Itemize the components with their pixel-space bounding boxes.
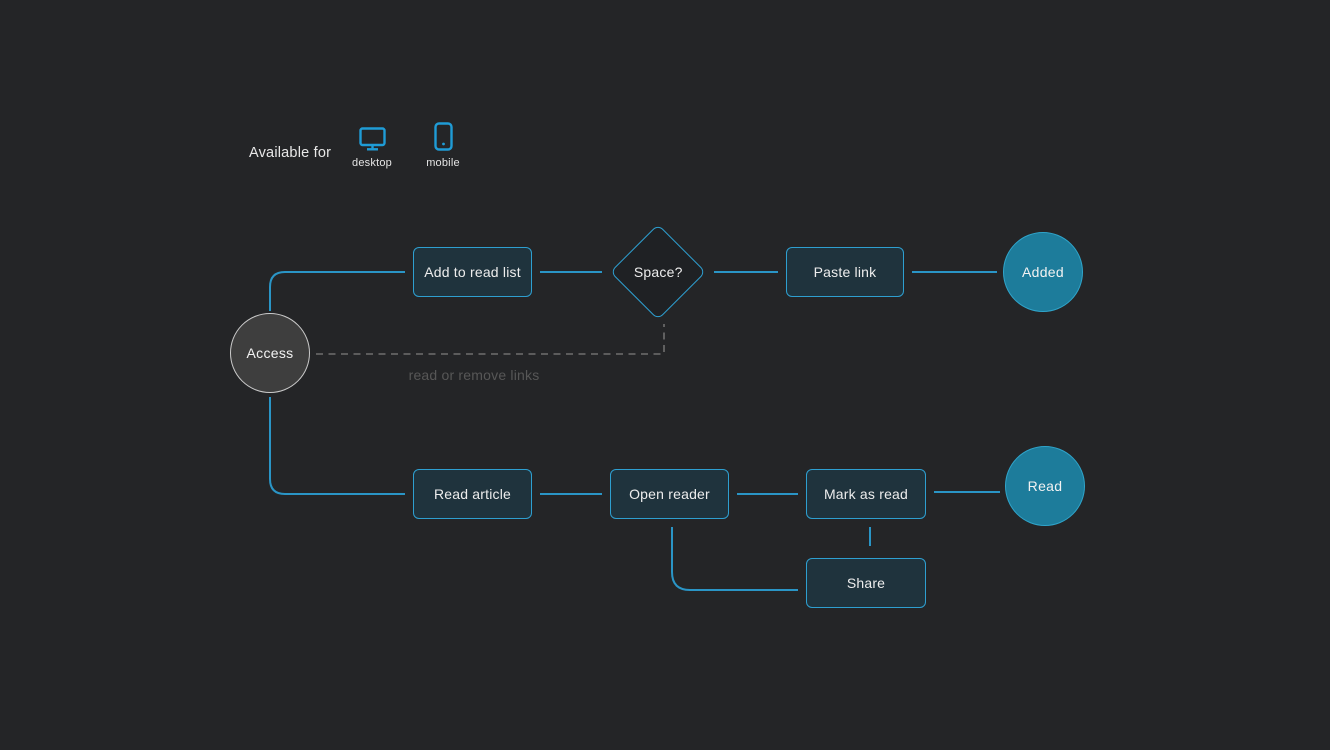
node-share-label: Share [846,575,886,591]
node-added-label: Added [1022,264,1064,280]
node-read: Read [1005,446,1085,526]
node-read-article: Read article [413,469,532,519]
edge-access-readarticle [269,397,405,495]
desktop-icon [358,127,386,151]
platform-mobile: mobile [418,122,468,169]
mobile-icon [433,122,453,151]
node-paste-link-label: Paste link [813,264,877,280]
platform-desktop-label: desktop [352,157,392,169]
node-mark-as-read: Mark as read [806,469,926,519]
node-access-label: Access [246,345,294,361]
node-share: Share [806,558,926,608]
node-space-decision: Space? [609,223,707,321]
node-read-article-label: Read article [433,486,512,502]
node-open-reader-label: Open reader [629,486,710,502]
node-paste-link: Paste link [786,247,904,297]
legend-label: Available for [249,145,332,161]
platform-mobile-label: mobile [426,157,460,169]
node-access: Access [230,313,310,393]
node-read-label: Read [1027,478,1063,494]
node-add-to-read-list-label: Add to read list [424,264,521,280]
node-space-label: Space? [633,264,683,280]
edge-openreader-share [671,527,798,591]
edge-access-space-dashed [316,324,665,355]
platform-desktop: desktop [347,127,397,169]
node-added: Added [1003,232,1083,312]
node-mark-as-read-label: Mark as read [823,486,909,502]
node-add-to-read-list: Add to read list [413,247,532,297]
edge-access-addtoreadlist [269,271,405,311]
node-open-reader: Open reader [610,469,729,519]
dashed-edge-label: read or remove links [408,367,540,383]
